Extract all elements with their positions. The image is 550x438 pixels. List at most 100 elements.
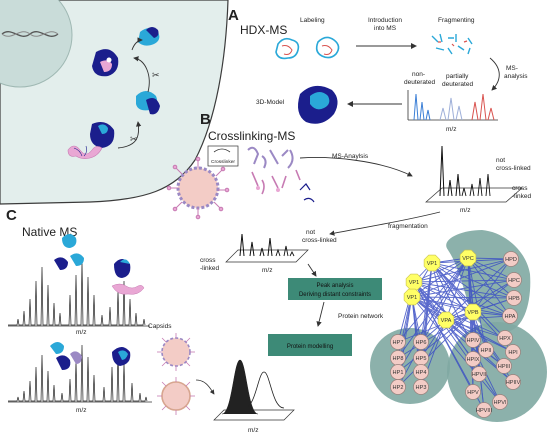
network-edge [413, 258, 512, 283]
network-edge [431, 262, 506, 339]
ms-analysis-b-label: MS-Anaylsis [332, 153, 369, 160]
scissors-icon-2: ✂ [130, 134, 138, 144]
network-node-label: HPA [504, 314, 515, 320]
network-edge [397, 311, 474, 343]
not-cross-linked-bottom-2: cross-linked [302, 237, 337, 244]
network-node-label: HP7 [393, 340, 404, 346]
network-node-label: HP8 [393, 356, 404, 362]
non-deuterated-label-1: non- [412, 71, 425, 78]
cell-arrow-2 [133, 56, 150, 93]
network-node-hpiv: HPIV [465, 332, 481, 348]
capsid-2 [157, 377, 195, 415]
network-node-label: HPC [508, 278, 520, 284]
network-node-shape [465, 351, 481, 367]
network-node-label: VP1 [407, 295, 418, 301]
protein-modelling-box [268, 334, 352, 356]
network-node-hpd: HPD [503, 251, 519, 267]
labeled-protein-1 [275, 37, 300, 60]
network-node-hpv: HPV [465, 384, 481, 400]
network-node-hpi: HPI [505, 344, 521, 360]
network-edge [472, 258, 512, 313]
fragmentation-label: fragmentation [388, 223, 428, 230]
cluster-left [370, 328, 450, 404]
network-node-hp2: HP2 [390, 379, 406, 395]
capsid-arrow [195, 379, 215, 395]
xl-spectrum-top [425, 145, 523, 203]
3d-model-protein [298, 85, 338, 124]
network-node-shape [492, 394, 508, 410]
network-node-hp7: HP7 [390, 334, 406, 350]
network-node-shape [403, 288, 421, 306]
network-node-shape [390, 379, 406, 395]
3d-model-label: 3D-Model [256, 99, 285, 106]
network-node-label: HP5 [416, 356, 427, 362]
arrow-to-peak-analysis [307, 263, 317, 277]
network-node-label: VP1 [427, 261, 438, 267]
network-node-shape [497, 330, 513, 346]
network-edge [431, 262, 511, 317]
network-node-label: HPVII [472, 372, 487, 378]
not-cross-linked-bottom-1: not [306, 229, 315, 236]
network-node-vpc: VPC [459, 249, 477, 267]
scissors-icon-1: ✂ [152, 70, 160, 80]
network-node-hpb: HPB [506, 290, 522, 306]
introduction-label: Introduction [368, 17, 402, 24]
cross-linked-bottom-2: -linked [200, 265, 220, 272]
network-node-label: HPII [481, 348, 492, 354]
network-node-label: HP3 [416, 385, 427, 391]
panel-a-letter: A [228, 7, 239, 24]
network-node-hpiiv: HPIIV [505, 374, 521, 390]
network-node-shape [413, 379, 429, 395]
non-deuterated-label-2: deuterated [404, 79, 435, 86]
network-node-label: VPA [441, 318, 452, 324]
labeled-protein-2 [315, 36, 340, 59]
network-node-hpviii: HPVIII [476, 402, 493, 418]
native-proteins-1 [54, 234, 145, 295]
network-node-hpa: HPA [502, 308, 518, 324]
network-node-label: HP2 [393, 385, 404, 391]
protein-network-label: Protein network [338, 313, 384, 320]
peptide-fragments [431, 33, 473, 55]
peak-analysis-box [288, 278, 382, 300]
network-node-label: HPV [467, 390, 479, 396]
panel-c-letter: C [6, 207, 17, 224]
network-node-shape [502, 308, 518, 324]
cell-arrow-1 [117, 121, 142, 149]
network-node-shape [459, 249, 477, 267]
dna-strand-icon [1, 31, 59, 37]
network-node-label: HPVI [493, 400, 507, 406]
network-node-shape [505, 344, 521, 360]
network-node-label: HP1 [393, 370, 404, 376]
nucleus [0, 0, 73, 88]
network-node-label: HPD [505, 257, 517, 263]
native-spectrum-2 [8, 344, 152, 403]
network-node-label: VPC [462, 256, 474, 262]
network-edge [411, 296, 515, 299]
network-node-shape [505, 374, 521, 390]
protein-modelling-label: Protein modelling [287, 344, 333, 350]
arrow-fragmentation [329, 211, 441, 236]
network-node-label: VP1 [409, 280, 420, 286]
cross-linked-top-2: -linked [512, 193, 532, 200]
ms-analysis-label-1: MS- [506, 65, 518, 72]
network-node-label: HPIX [466, 357, 479, 363]
network-node-hpix: HPIX [465, 351, 481, 367]
native-spectrum-1 [8, 260, 150, 327]
peak-analysis-line-2: Deriving distant constraints [299, 292, 371, 298]
hdx-spectrum [407, 90, 498, 121]
network-node-shape [478, 342, 494, 358]
network-node-hp6: HP6 [413, 334, 429, 350]
network-node-shape [471, 366, 487, 382]
capsid-spectrum [213, 359, 295, 421]
network-node-hp5: HP5 [413, 350, 429, 366]
virus-particle [166, 156, 230, 220]
network-edge [413, 281, 511, 317]
network-node-vpa: VPA [437, 311, 455, 329]
native-mz-1: m/z [76, 329, 86, 336]
cross-linked-top-1: cross [512, 185, 528, 192]
network-node-shape [464, 303, 482, 321]
network-edge [467, 257, 474, 393]
protein-complex-lower [90, 122, 115, 148]
